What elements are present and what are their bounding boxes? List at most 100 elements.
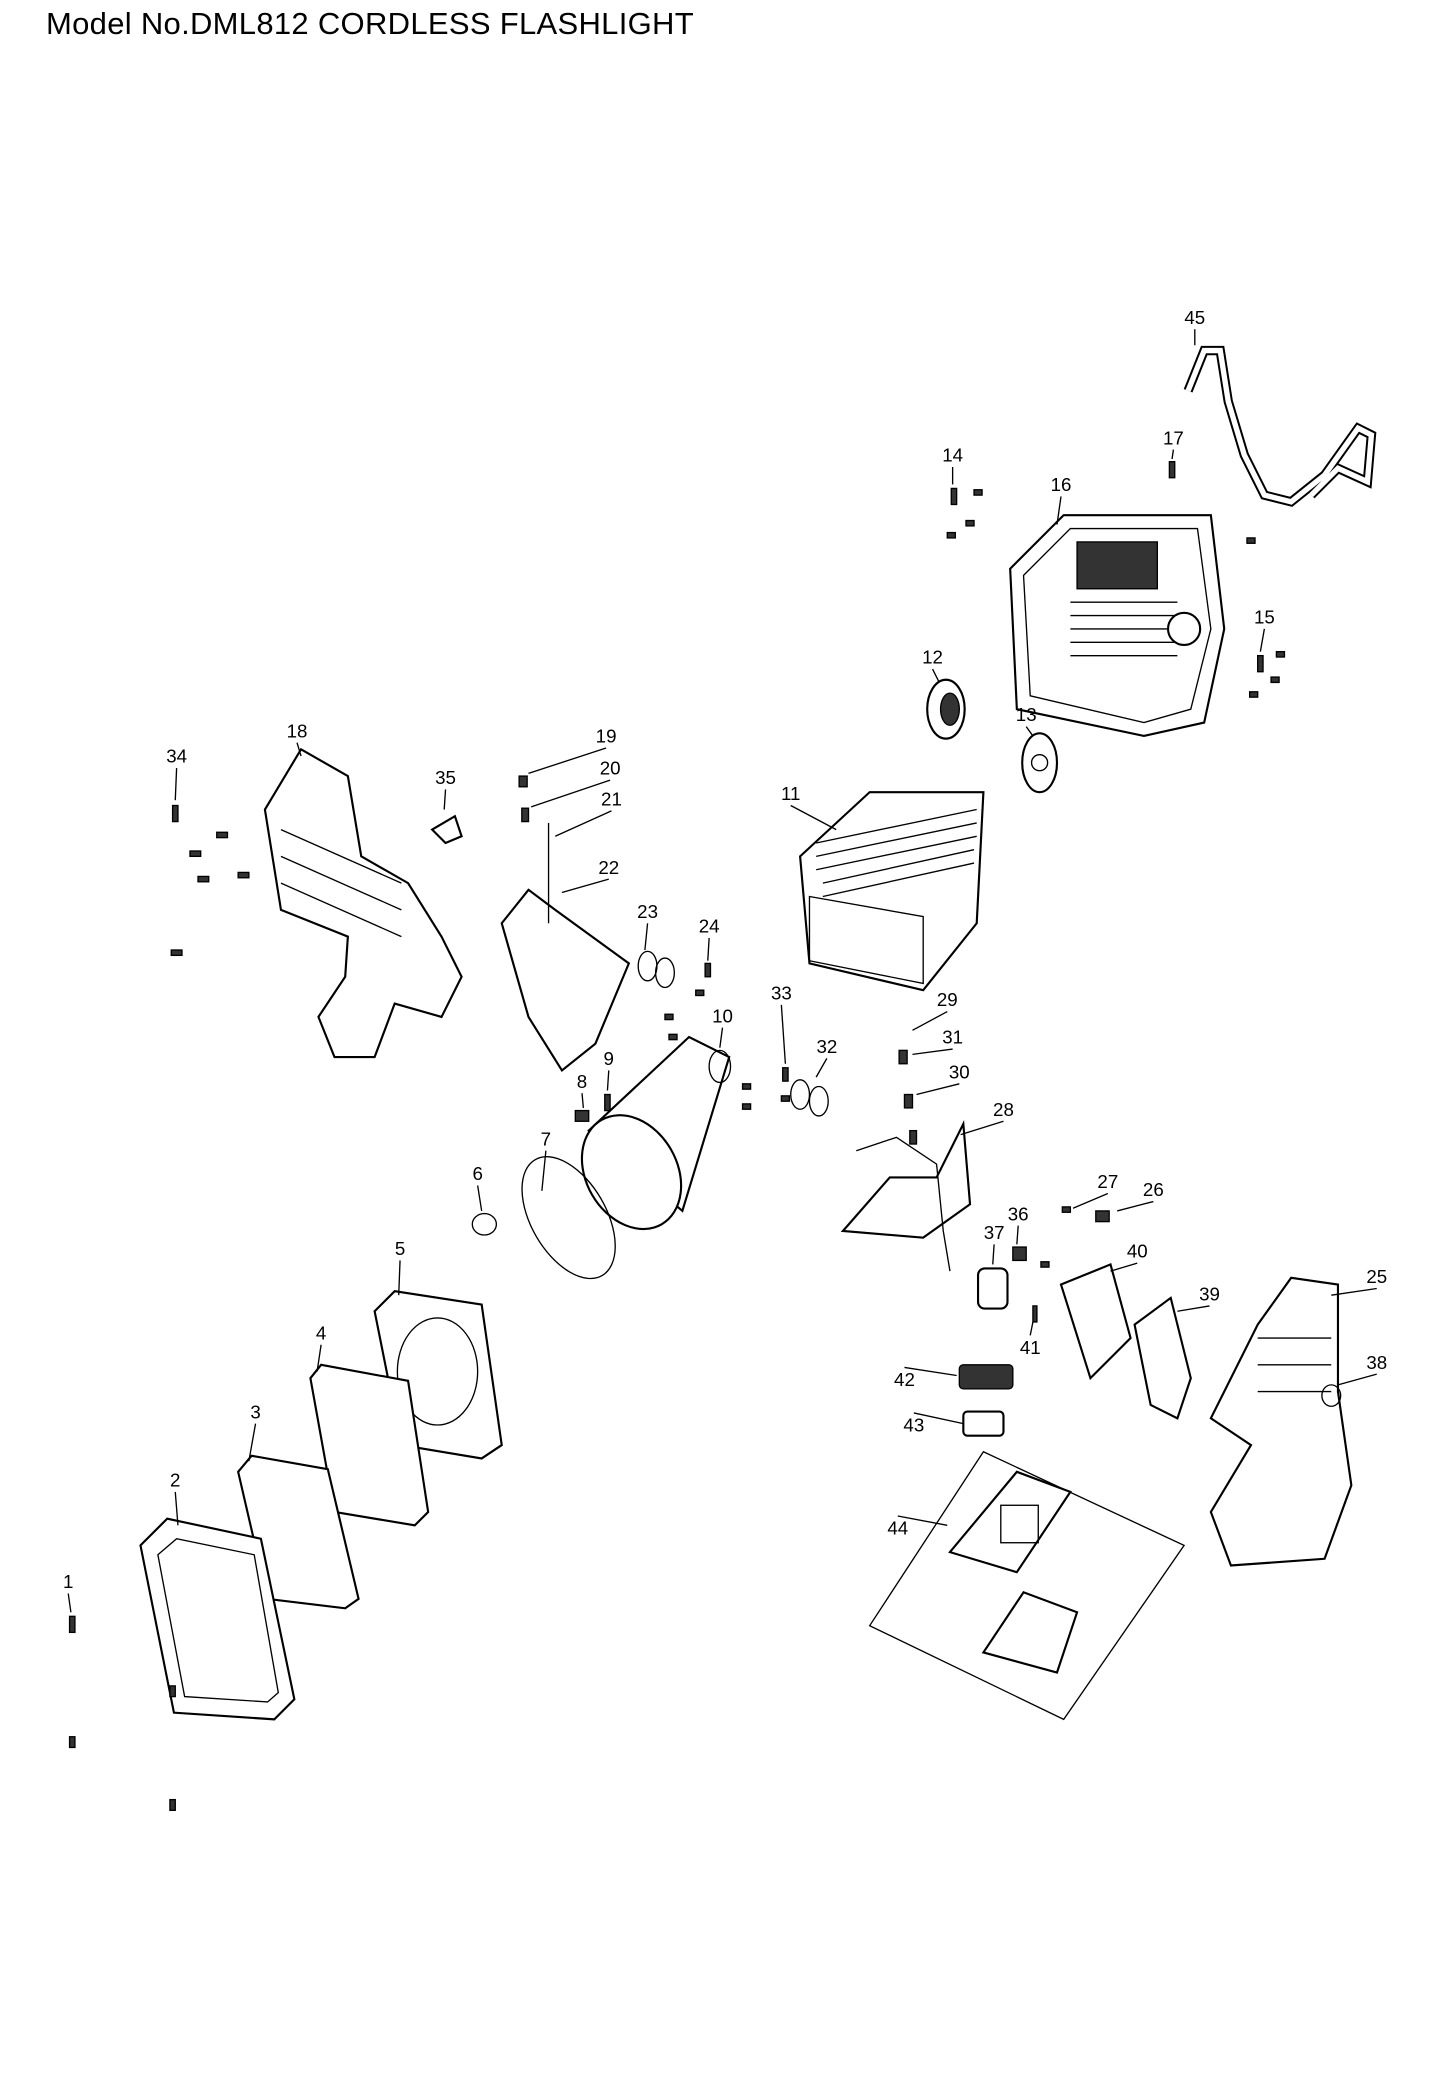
leader-line-17 xyxy=(1171,449,1175,460)
part-7-o-ring xyxy=(521,1156,616,1280)
leader-line-3 xyxy=(248,1423,257,1462)
leader-line-38 xyxy=(1337,1373,1377,1386)
leader-line-27 xyxy=(1072,1192,1109,1209)
leader-line-13 xyxy=(1025,726,1034,737)
part-label-8: 8 xyxy=(577,1071,587,1092)
leader-line-19 xyxy=(528,747,607,775)
leader-line-33 xyxy=(780,1004,787,1064)
part-label-32: 32 xyxy=(816,1036,837,1057)
leader-line-35 xyxy=(443,789,447,810)
part-label-11: 11 xyxy=(781,783,800,804)
part-2-front-bezel xyxy=(139,1517,296,1721)
part-label-14: 14 xyxy=(942,445,963,466)
leader-line-39 xyxy=(1177,1305,1210,1312)
part-label-36: 36 xyxy=(1008,1203,1029,1224)
part-label-15: 15 xyxy=(1254,607,1275,628)
leader-line-21 xyxy=(554,810,612,837)
part-label-27: 27 xyxy=(1097,1171,1118,1192)
leader-line-31 xyxy=(912,1048,953,1056)
part-10-ring xyxy=(708,1049,732,1084)
part-label-17: 17 xyxy=(1163,427,1184,448)
part-label-1: 1 xyxy=(63,1571,73,1592)
part-label-19: 19 xyxy=(596,726,617,747)
part-label-6: 6 xyxy=(472,1163,482,1184)
part-label-4: 4 xyxy=(316,1322,326,1343)
leader-line-23 xyxy=(644,923,649,951)
part-label-16: 16 xyxy=(1051,474,1072,495)
part-label-10: 10 xyxy=(712,1005,733,1026)
part-label-44: 44 xyxy=(887,1518,908,1539)
part-44-label-kit xyxy=(868,1450,1186,1721)
part-43-plate xyxy=(962,1410,1005,1437)
leader-line-11 xyxy=(790,804,837,831)
part-38-ring xyxy=(1321,1384,1342,1407)
part-label-24: 24 xyxy=(699,916,720,937)
part-label-13: 13 xyxy=(1016,704,1037,725)
part-label-26: 26 xyxy=(1143,1179,1164,1200)
part-18-housing-half xyxy=(263,747,463,1059)
part-25-handle-housing xyxy=(1209,1276,1353,1567)
part-label-31: 31 xyxy=(942,1027,963,1048)
part-label-12: 12 xyxy=(922,647,943,668)
leader-line-20 xyxy=(530,779,611,808)
leader-line-6 xyxy=(476,1185,483,1212)
part-label-28: 28 xyxy=(993,1099,1014,1120)
part-22-bracket xyxy=(500,888,631,1073)
leader-line-26 xyxy=(1117,1200,1154,1212)
part-label-9: 9 xyxy=(604,1048,614,1069)
leader-line-28 xyxy=(960,1120,1004,1136)
part-13-ring-plate xyxy=(1021,732,1059,794)
part-label-23: 23 xyxy=(637,901,658,922)
part-8-reflector xyxy=(580,1035,731,1231)
part-label-25: 25 xyxy=(1366,1266,1387,1287)
part-label-20: 20 xyxy=(600,758,621,779)
part-label-42: 42 xyxy=(894,1369,915,1390)
leader-line-24 xyxy=(707,937,710,961)
leader-line-10 xyxy=(719,1027,724,1048)
part-23-ring xyxy=(637,950,658,982)
part-35-clip xyxy=(430,814,463,845)
leader-line-1 xyxy=(67,1593,72,1613)
part-label-29: 29 xyxy=(937,989,958,1010)
leader-line-18 xyxy=(296,742,302,757)
leader-line-42 xyxy=(904,1366,957,1377)
part-40-pcb xyxy=(1059,1262,1132,1381)
part-label-43: 43 xyxy=(903,1415,924,1436)
screws xyxy=(68,460,1286,1811)
leader-line-44 xyxy=(897,1515,948,1526)
part-28-switch-bracket xyxy=(840,1120,972,1272)
part-label-21: 21 xyxy=(601,789,622,810)
leader-line-43 xyxy=(913,1412,964,1425)
leader-line-25 xyxy=(1331,1287,1377,1296)
part-label-5: 5 xyxy=(395,1238,405,1259)
part-label-2: 2 xyxy=(170,1470,180,1491)
leader-line-4 xyxy=(316,1344,322,1372)
part-label-37: 37 xyxy=(984,1222,1005,1243)
leader-line-37 xyxy=(992,1244,995,1265)
part-label-38: 38 xyxy=(1366,1352,1387,1373)
part-32-ring xyxy=(790,1079,811,1110)
part-label-41: 41 xyxy=(1020,1337,1041,1358)
part-6-ring xyxy=(471,1212,498,1236)
leader-line-7 xyxy=(541,1150,547,1191)
leader-line-12 xyxy=(931,668,940,683)
part-37-switch-button xyxy=(976,1267,1009,1310)
diagram-title: Model No.DML812 CORDLESS FLASHLIGHT xyxy=(46,6,694,41)
part-16-lamp-housing xyxy=(1009,514,1226,738)
part-label-45: 45 xyxy=(1184,307,1205,328)
part-label-7: 7 xyxy=(541,1128,551,1149)
part-label-22: 22 xyxy=(598,857,619,878)
part-label-35: 35 xyxy=(435,767,456,788)
leader-line-36 xyxy=(1016,1225,1019,1245)
part-label-18: 18 xyxy=(287,720,308,741)
leader-line-32 xyxy=(815,1058,828,1078)
leader-line-40 xyxy=(1110,1262,1138,1272)
part-42-switch-cap xyxy=(958,1364,1014,1390)
leader-line-16 xyxy=(1056,496,1062,525)
leader-line-41 xyxy=(1029,1321,1034,1336)
part-label-34: 34 xyxy=(166,746,187,767)
leader-line-30 xyxy=(916,1083,960,1096)
part-39-cover xyxy=(1133,1296,1192,1420)
part-label-30: 30 xyxy=(949,1061,970,1082)
